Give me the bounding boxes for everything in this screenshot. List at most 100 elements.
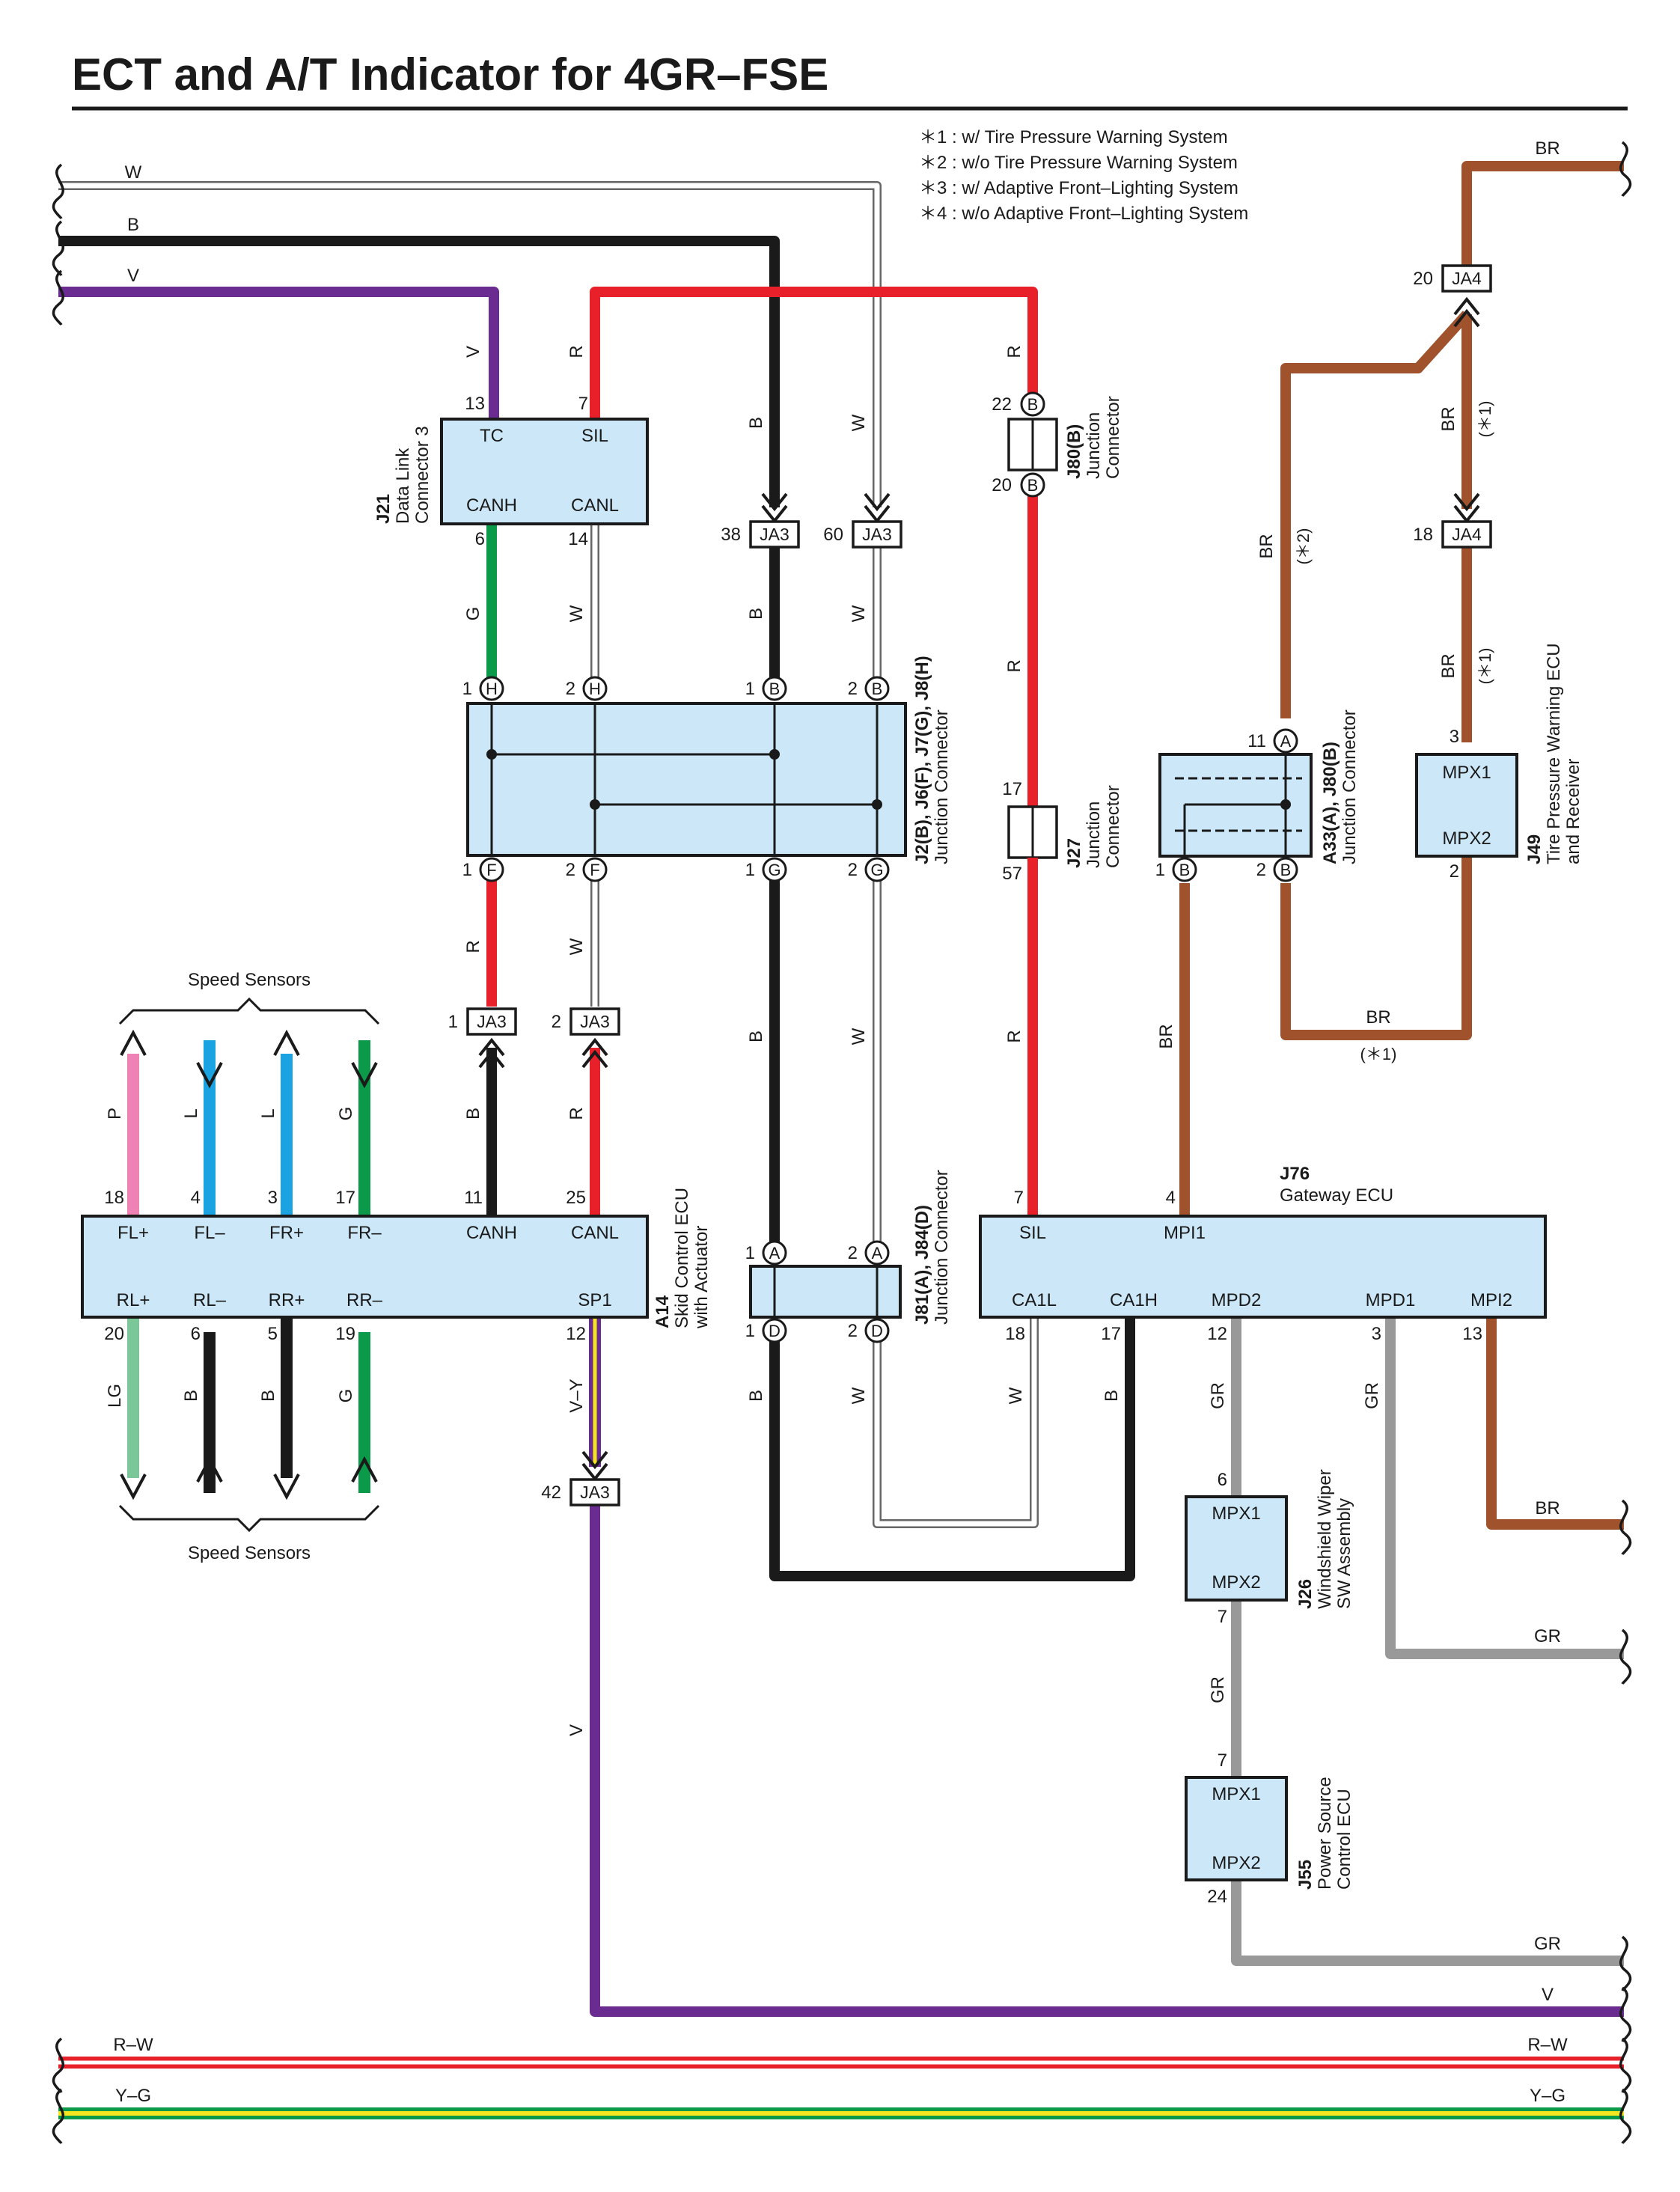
component-j27: 17 57 J27 Junction Connector	[1002, 779, 1123, 884]
svg-text:2: 2	[552, 1012, 561, 1032]
svg-text:7: 7	[1218, 1750, 1227, 1771]
label-br-j49: BR	[1438, 653, 1458, 678]
label-br-top: BR	[1535, 138, 1560, 159]
svg-text:MPX2: MPX2	[1442, 828, 1491, 849]
svg-text:22: 22	[992, 394, 1012, 415]
svg-text:Gateway ECU: Gateway ECU	[1280, 1185, 1393, 1206]
label-b-2: B	[746, 608, 766, 620]
wire-v-bottom	[590, 1506, 1624, 2017]
component-j76: J76 Gateway ECU SIL MPI1 7 4 CA1L CA1H M…	[979, 1164, 1547, 1344]
svg-text:1: 1	[1155, 860, 1165, 880]
svg-text:and Receiver: and Receiver	[1563, 759, 1583, 864]
svg-text:J80(B): J80(B)	[1064, 424, 1084, 479]
component-j80b: B B 22 20 J80(B) Junction Connector	[992, 391, 1123, 498]
svg-text:Tire Pressure Warning ECU: Tire Pressure Warning ECU	[1544, 643, 1564, 864]
svg-text:1: 1	[745, 860, 755, 880]
svg-text:2: 2	[1256, 860, 1266, 880]
label-g-fr: G	[336, 1107, 356, 1121]
svg-text:JA3: JA3	[580, 1483, 610, 1502]
svg-text:F: F	[590, 861, 599, 879]
wire-r-sil	[590, 287, 1038, 419]
label-gr-j55: GR	[1534, 1934, 1561, 1954]
note-1: ＊1 : w/ Tire Pressure Warning System	[919, 127, 1228, 147]
svg-text:J76: J76	[1280, 1164, 1310, 1184]
j21-pin-6: 6	[475, 529, 485, 549]
svg-text:JA3: JA3	[477, 1012, 507, 1031]
svg-text:2: 2	[848, 860, 858, 880]
wire-b-ca1h	[769, 1317, 1135, 1581]
svg-text:6: 6	[191, 1324, 201, 1344]
connector-ja3-2: JA3 2	[552, 1007, 620, 1069]
label-vy: V–Y	[566, 1379, 587, 1412]
svg-text:RL–: RL–	[193, 1290, 227, 1310]
svg-text:17: 17	[1002, 779, 1022, 799]
svg-text:J27: J27	[1064, 838, 1084, 868]
component-a14: FL+ FL– FR+ FR– CANH CANL 18 4 3 17 11 2…	[81, 1188, 712, 1344]
svg-text:MPX1: MPX1	[1212, 1503, 1260, 1524]
svg-text:17: 17	[335, 1188, 355, 1208]
svg-text:Control ECU: Control ECU	[1334, 1789, 1354, 1890]
svg-text:6: 6	[1218, 1470, 1227, 1490]
svg-text:J26: J26	[1295, 1579, 1316, 1609]
svg-text:2: 2	[848, 679, 858, 699]
svg-text:3: 3	[1450, 727, 1459, 747]
svg-text:1: 1	[448, 1012, 458, 1032]
sensor-arrows	[120, 1029, 378, 1500]
label-c1-ja4: (＊1)	[1476, 401, 1494, 438]
j21-term-tc: TC	[480, 426, 504, 446]
svg-text:JA3: JA3	[862, 525, 892, 544]
wire-gr-mpd1	[1385, 1317, 1624, 1659]
wire-v-top	[58, 287, 499, 419]
label-l-2: L	[258, 1108, 278, 1118]
svg-text:Junction Connector: Junction Connector	[1340, 709, 1360, 864]
svg-text:J55: J55	[1295, 1860, 1316, 1890]
j21-term-canl: CANL	[571, 495, 619, 516]
svg-text:Connector: Connector	[1103, 396, 1123, 479]
svg-text:JA4: JA4	[1452, 269, 1482, 288]
label-r-4: R	[1004, 1030, 1024, 1042]
j21-name-2: Connector 3	[412, 426, 433, 524]
svg-text:B: B	[1027, 395, 1039, 414]
svg-text:H: H	[486, 680, 498, 698]
svg-text:4: 4	[191, 1188, 201, 1208]
svg-text:1: 1	[745, 1243, 755, 1263]
wire-br-j49-a33	[1280, 857, 1472, 1040]
j21-pin-7: 7	[578, 394, 588, 414]
label-r-1: R	[1004, 345, 1024, 358]
svg-text:3: 3	[1372, 1324, 1381, 1344]
svg-text:A: A	[1280, 732, 1292, 751]
label-b-1: B	[746, 417, 766, 429]
label-r-canl: R	[566, 1107, 587, 1120]
connector-ja3-1: JA3 1	[448, 1007, 517, 1069]
label-br-mpi1: BR	[1156, 1024, 1176, 1048]
label-r-3: R	[463, 940, 483, 953]
label-g-canh: G	[463, 607, 483, 621]
label-gr-j26: GR	[1208, 1676, 1228, 1703]
component-j55: MPX1 MPX2 7 24 J55 Power Source Control …	[1185, 1750, 1354, 1907]
svg-text:MPD2: MPD2	[1212, 1290, 1262, 1310]
j21-term-sil: SIL	[581, 426, 608, 446]
svg-text:SIL: SIL	[1019, 1223, 1046, 1243]
label-w-2: W	[849, 605, 869, 622]
label-rw-left: R–W	[113, 2035, 153, 2055]
svg-text:20: 20	[1413, 269, 1433, 289]
label-b-3: B	[746, 1031, 766, 1042]
svg-text:1: 1	[462, 679, 472, 699]
svg-text:Power Source: Power Source	[1315, 1777, 1335, 1890]
svg-text:1: 1	[462, 860, 472, 880]
svg-text:3: 3	[268, 1188, 278, 1208]
svg-text:42: 42	[541, 1483, 561, 1503]
label-b-top: B	[127, 215, 139, 235]
j21-pin-14: 14	[568, 529, 588, 549]
label-r-sil: R	[566, 345, 587, 358]
label-w-1: W	[849, 414, 869, 431]
label-b-canh: B	[463, 1108, 483, 1120]
svg-text:2: 2	[848, 1243, 858, 1263]
wire-w-ca1l	[873, 1317, 1039, 1528]
svg-text:1: 1	[745, 679, 755, 699]
component-j26: MPX1 MPX2 6 7 J26 Windshield Wiper SW As…	[1185, 1469, 1354, 1627]
page-title: ECT and A/T Indicator for 4GR–FSE	[72, 49, 828, 100]
j21-term-canh: CANH	[466, 495, 517, 516]
component-a33: A 11 B 1 B 2 A33(A), J80(B) Junction Con…	[1155, 709, 1360, 882]
svg-text:RL+: RL+	[117, 1290, 150, 1310]
